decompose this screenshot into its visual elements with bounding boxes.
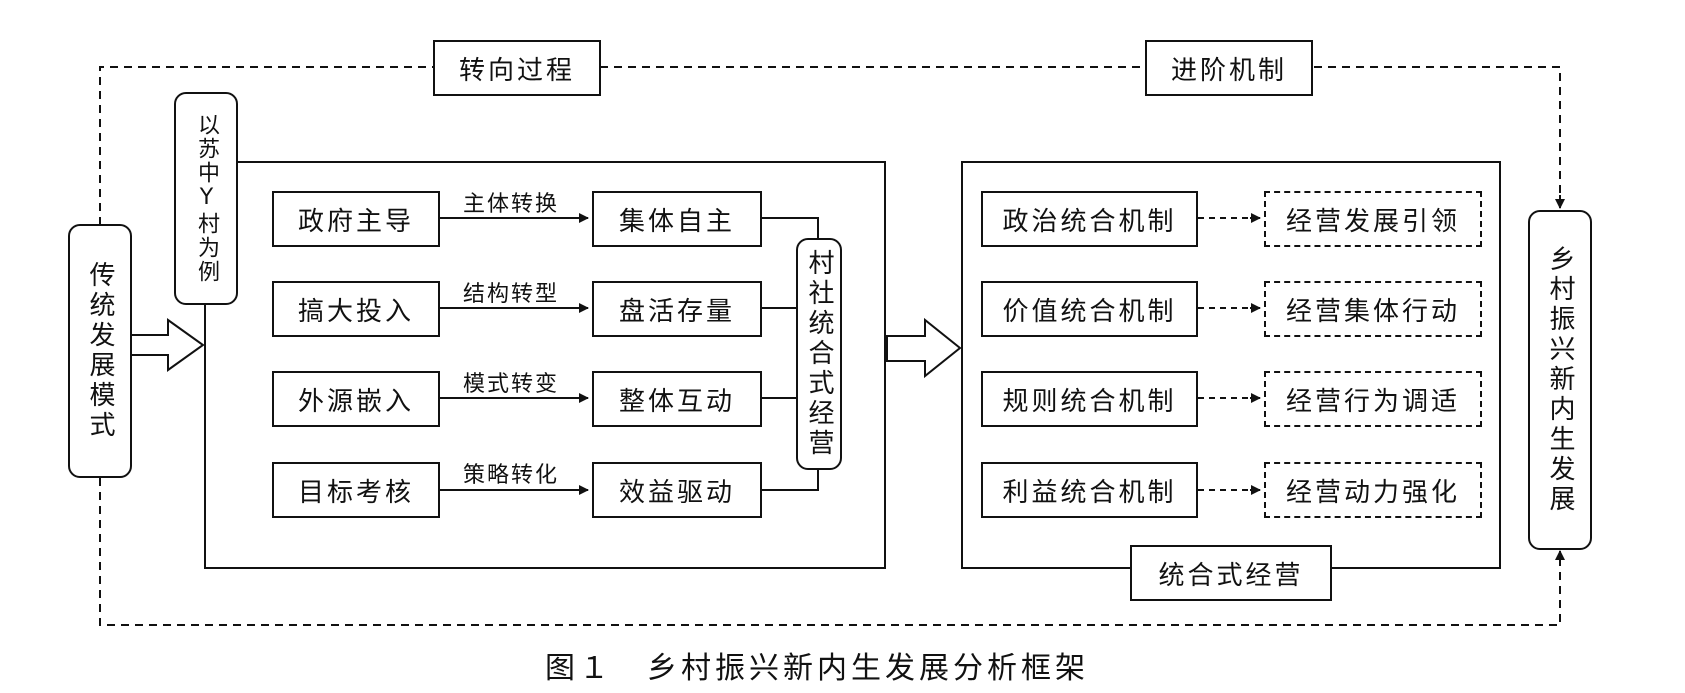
mechanism-rule: 规则统合机制 (981, 371, 1198, 427)
rural-revitalization-node: 乡村振兴新内生发展 (1528, 210, 1592, 550)
right-frame (961, 161, 1501, 569)
mechanism-value: 价值统合机制 (981, 281, 1198, 337)
transition-label: 模式转变 (463, 372, 560, 397)
dashed-loop-bottom (99, 478, 1561, 626)
hollow-arrow-2 (886, 317, 962, 379)
case-label: 以苏中Y村为例 (174, 92, 238, 305)
transition-label: 结构转型 (463, 282, 560, 307)
source-target-assessment: 目标考核 (272, 462, 440, 518)
transition-label: 策略转化 (463, 463, 560, 488)
hollow-arrow-1 (129, 318, 205, 372)
label-transition-process: 转向过程 (433, 40, 601, 96)
outcome-collective-action: 经营集体行动 (1264, 281, 1482, 337)
integrated-operation-label: 统合式经营 (1130, 545, 1332, 601)
source-large-investment: 搞大投入 (272, 281, 440, 337)
mechanism-political: 政治统合机制 (981, 191, 1198, 247)
source-external-embedding: 外源嵌入 (272, 371, 440, 427)
target-revitalize-stock: 盘活存量 (592, 281, 762, 337)
figure-caption: 图１ 乡村振兴新内生发展分析框架 (545, 651, 1089, 686)
target-collective-autonomy: 集体自主 (592, 191, 762, 247)
mechanism-arrows (1198, 217, 1258, 491)
collector-bracket (762, 217, 819, 491)
target-benefit-driven: 效益驱动 (592, 462, 762, 518)
left-frame (204, 161, 886, 569)
outcome-behavior-adjust: 经营行为调适 (1264, 371, 1482, 427)
village-community-integrated-operation: 村社统合式经营 (796, 238, 842, 470)
label-advanced-mechanism: 进阶机制 (1145, 40, 1313, 96)
dashed-loop-top (99, 66, 1561, 225)
target-holistic-interaction: 整体互动 (592, 371, 762, 427)
transition-label: 主体转换 (463, 192, 560, 217)
transition-arrows (440, 213, 589, 495)
outcome-motivation: 经营动力强化 (1264, 462, 1482, 518)
mechanism-interest: 利益统合机制 (981, 462, 1198, 518)
traditional-development-mode: 传统发展模式 (68, 224, 132, 478)
source-government-led: 政府主导 (272, 191, 440, 247)
outcome-lead: 经营发展引领 (1264, 191, 1482, 247)
